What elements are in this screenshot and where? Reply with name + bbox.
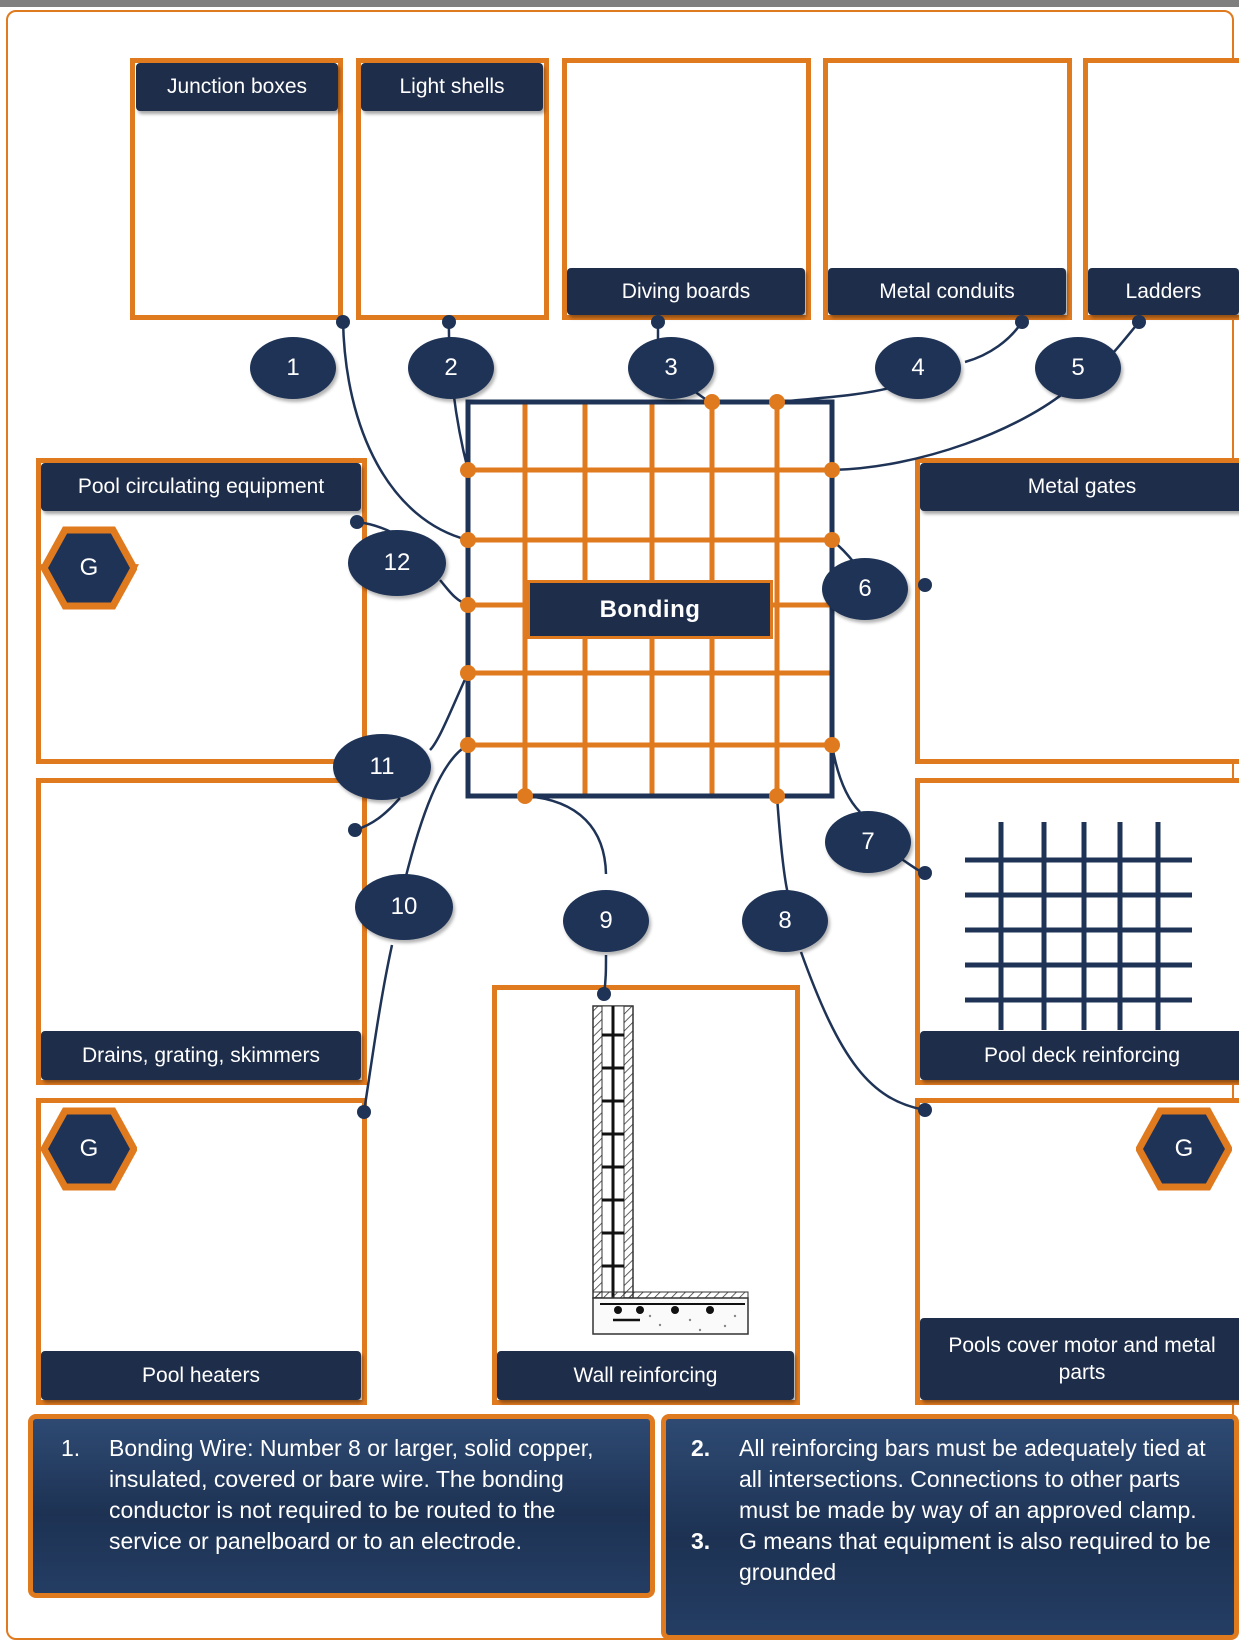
note-box-left: 1. Bonding Wire: Number 8 or larger, sol… [28, 1414, 655, 1598]
grid-clamps [460, 394, 840, 804]
note-item: 2. All reinforcing bars must be adequate… [691, 1433, 1224, 1526]
callout-8: 8 [742, 890, 828, 952]
callout-11: 11 [333, 734, 431, 800]
metal-gates-label: Metal gates [920, 463, 1239, 511]
bonding-wires [341, 319, 1140, 1113]
ladders-label: Ladders [1088, 268, 1239, 315]
note-number: 1. [61, 1435, 81, 1461]
callout-10: 10 [355, 874, 453, 940]
note-item: 1. Bonding Wire: Number 8 or larger, sol… [61, 1433, 630, 1557]
pool-circulating-equipment-label: Pool circulating equipment [41, 463, 361, 511]
wire-endpoints [336, 315, 1146, 1119]
pool-heaters-label: Pool heaters [41, 1351, 361, 1400]
callout-9: 9 [563, 890, 649, 952]
hexagon-icon [1135, 1107, 1233, 1191]
pool-cover-label: Pools cover motor and metal parts [920, 1318, 1239, 1400]
callout-3: 3 [628, 337, 714, 399]
grounded-g: G [79, 554, 99, 581]
callout-5: 5 [1035, 337, 1121, 399]
drains-label: Drains, grating, skimmers [41, 1031, 361, 1080]
deck-mesh [965, 822, 1192, 1030]
hexagon-icon [40, 1107, 138, 1191]
junction-boxes-label: Junction boxes [136, 63, 338, 111]
note-box-right: 2. All reinforcing bars must be adequate… [661, 1414, 1239, 1640]
callout-12: 12 [348, 530, 446, 596]
note-number: 3. [691, 1528, 711, 1554]
bonding-title: Bonding [527, 580, 773, 639]
callout-2: 2 [408, 337, 494, 399]
callout-6: 6 [822, 558, 908, 620]
hexagon-icon [40, 526, 138, 610]
grounded-g: G [1174, 1135, 1194, 1162]
wall-section [592, 1005, 749, 1335]
note-number: 2. [691, 1435, 711, 1461]
metal-conduits-label: Metal conduits [828, 268, 1066, 315]
wall-reinforcing-label: Wall reinforcing [497, 1351, 794, 1400]
callout-7: 7 [825, 811, 911, 873]
pool-deck-reinforcing-label: Pool deck reinforcing [920, 1031, 1239, 1080]
note-item: 3. G means that equipment is also requir… [691, 1526, 1224, 1588]
note-text: Bonding Wire: Number 8 or larger, solid … [109, 1435, 594, 1554]
diving-boards-label: Diving boards [567, 268, 805, 315]
grounded-marker-heaters: G [40, 1107, 138, 1191]
grounded-marker-circulating: G [40, 526, 138, 610]
callout-4: 4 [875, 337, 961, 399]
grounded-g: G [79, 1135, 99, 1162]
wall-reinforcing-box [492, 985, 800, 1405]
note-text: All reinforcing bars must be adequately … [739, 1435, 1206, 1523]
light-shells-label: Light shells [361, 63, 543, 111]
grounded-marker-pool-cover: G [1135, 1107, 1233, 1191]
callout-1: 1 [250, 337, 336, 399]
note-text: G means that equipment is also required … [739, 1528, 1211, 1585]
top-bar [0, 0, 1239, 7]
